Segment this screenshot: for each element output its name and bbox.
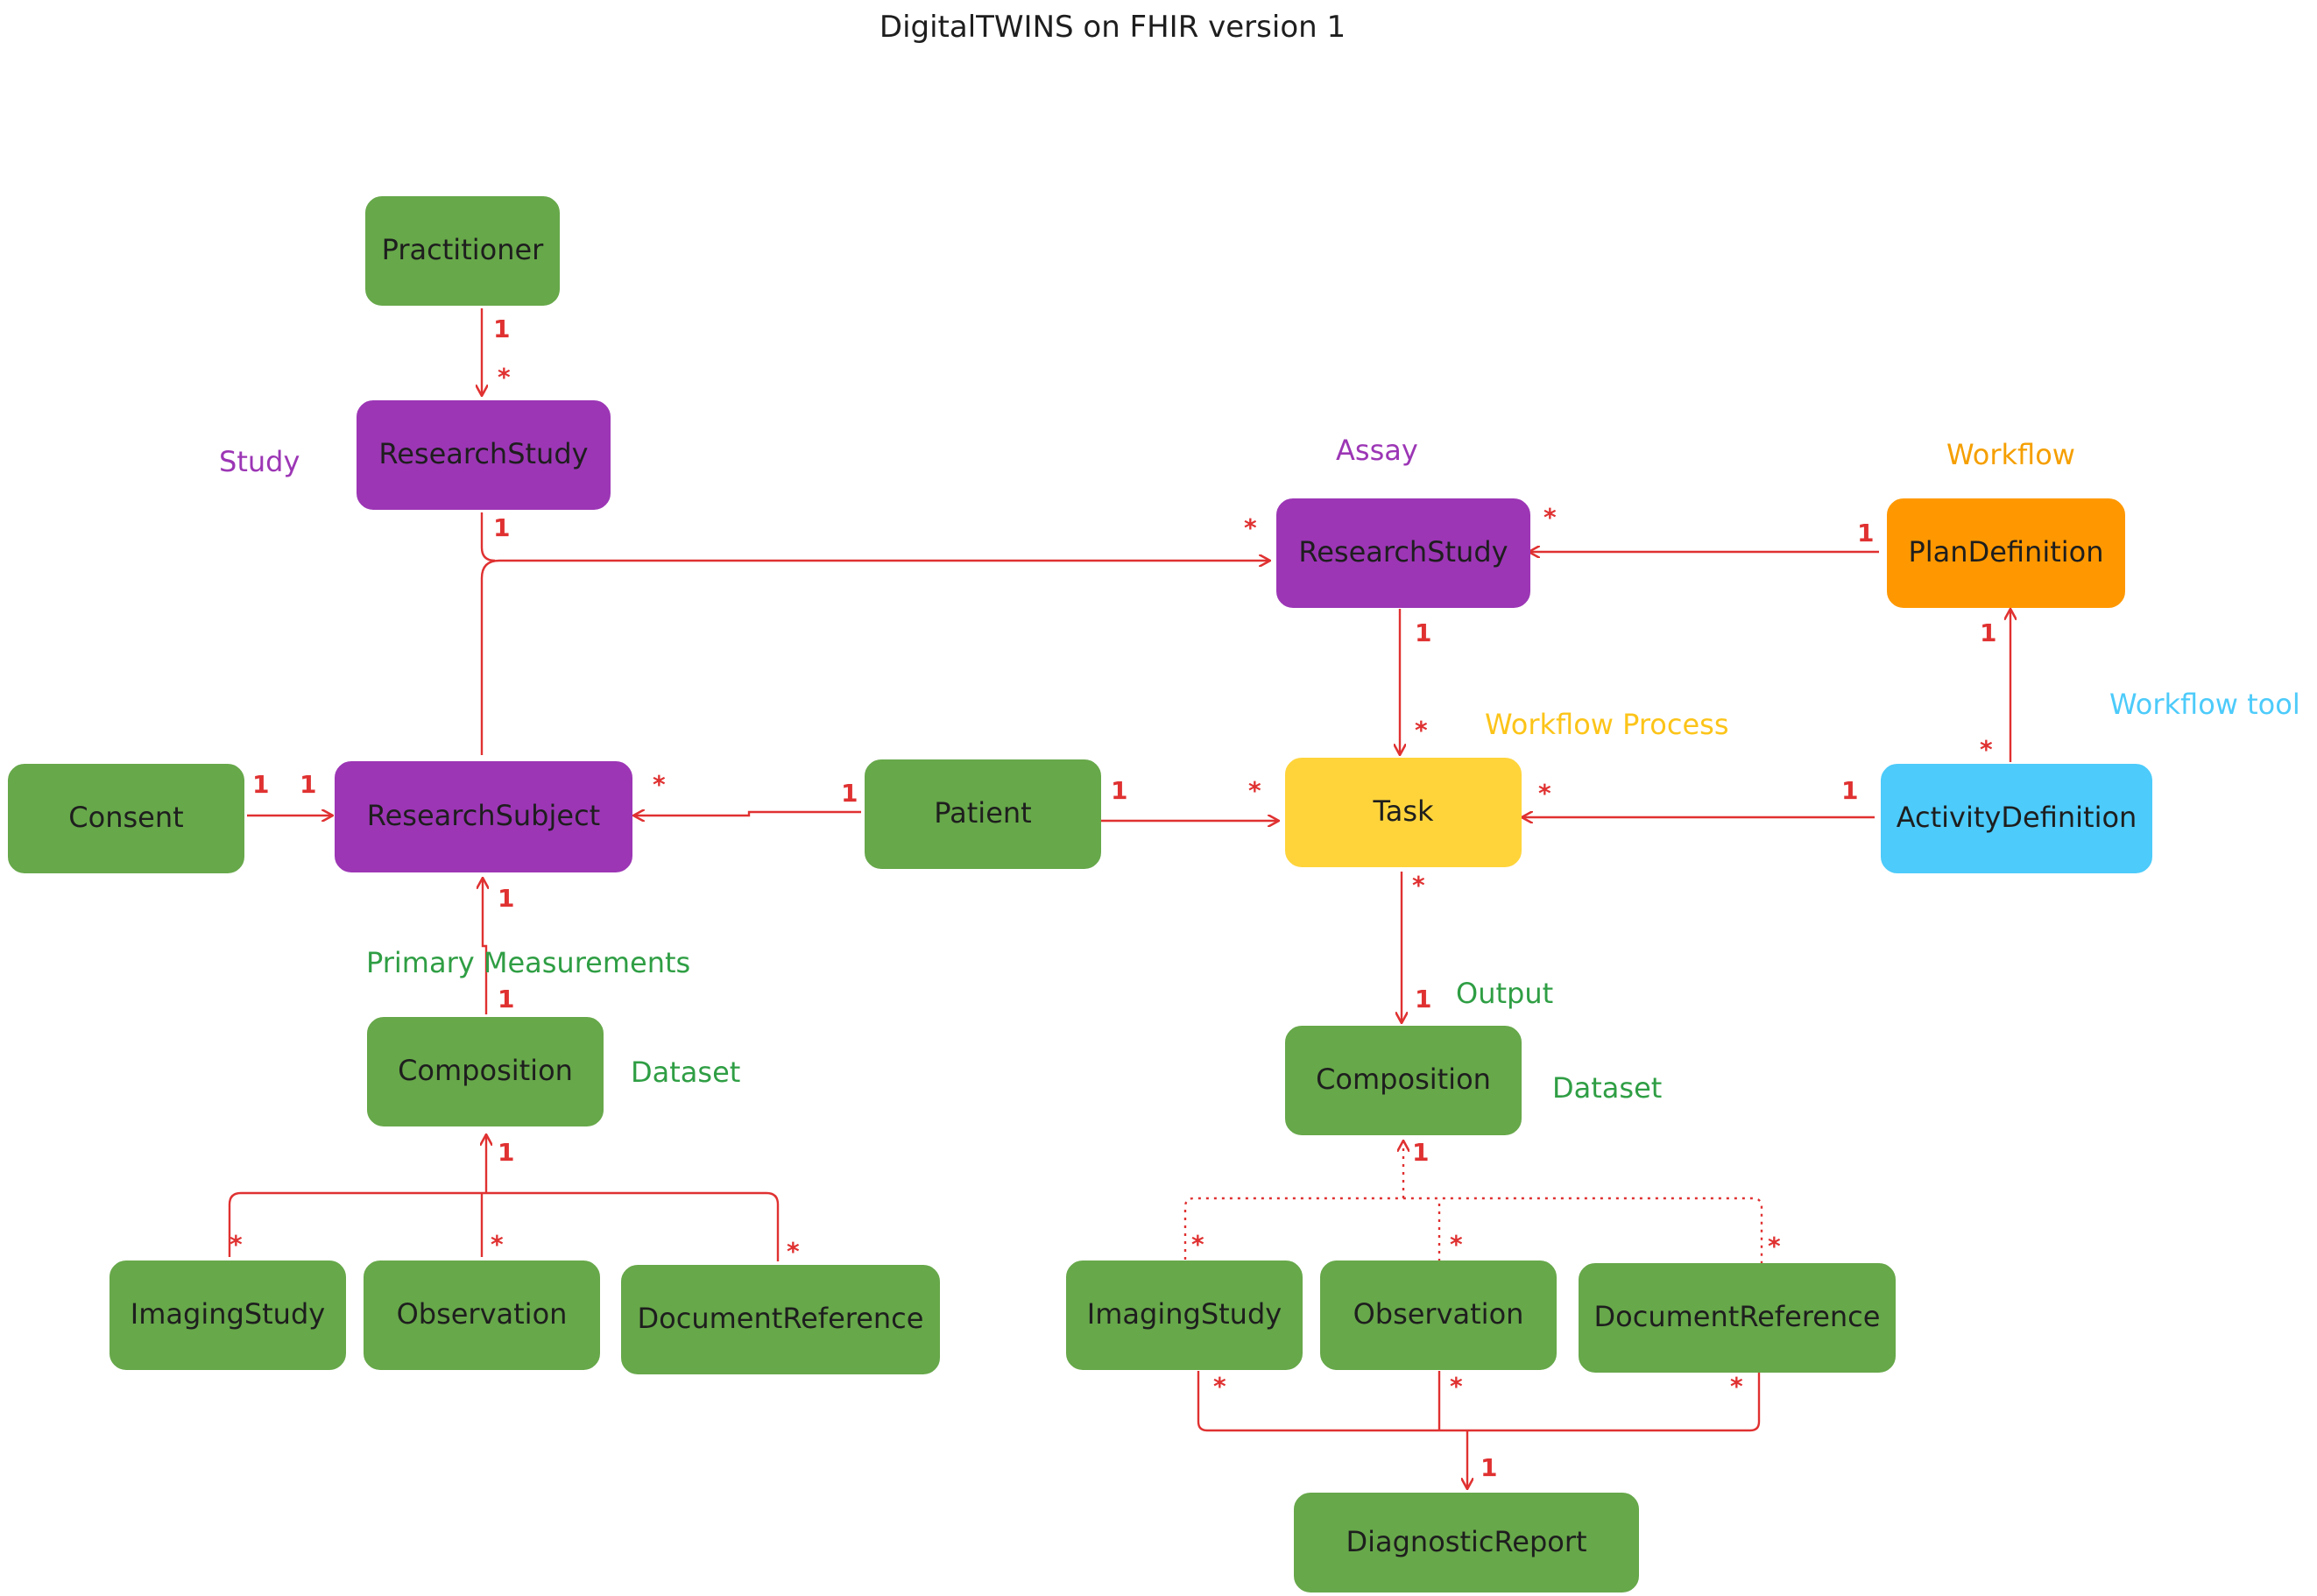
mult-one: 1: [841, 779, 858, 808]
node-output-document-reference[interactable]: DocumentReference: [1579, 1263, 1896, 1373]
node-primary-document-reference[interactable]: DocumentReference: [621, 1265, 940, 1374]
mult-many: *: [491, 1230, 504, 1259]
node-practitioner[interactable]: Practitioner: [365, 196, 560, 306]
label-workflow: Workflow: [1946, 438, 2075, 471]
node-assay-research-study[interactable]: ResearchStudy: [1276, 498, 1530, 608]
mult-many: *: [1450, 1230, 1463, 1259]
mult-many: *: [787, 1237, 800, 1266]
label-output: Output: [1456, 977, 1553, 1010]
edge-study-junction: [480, 512, 496, 562]
node-activity-definition-label: ActivityDefinition: [1897, 801, 2137, 834]
mult-many: *: [1450, 1372, 1463, 1401]
mult-one: 1: [498, 985, 514, 1013]
section-labels: Study Assay Workflow Workflow Process Wo…: [219, 434, 2300, 1105]
node-primary-composition[interactable]: Composition: [367, 1017, 604, 1126]
node-output-imaging-study-label: ImagingStudy: [1087, 1297, 1282, 1331]
label-workflow-process: Workflow Process: [1485, 708, 1729, 741]
diagram-title: DigitalTWINS on FHIR version 1: [879, 10, 1346, 45]
edge-patient-researchsubject: [633, 812, 861, 816]
mult-one: 1: [493, 513, 510, 542]
mult-many: *: [1543, 503, 1557, 532]
node-plan-definition-label: PlanDefinition: [1908, 535, 2103, 568]
node-consent-label: Consent: [68, 801, 183, 834]
node-output-composition-label: Composition: [1316, 1063, 1491, 1096]
node-task[interactable]: Task: [1285, 758, 1522, 867]
mult-many: *: [1213, 1372, 1226, 1401]
label-assay: Assay: [1336, 434, 1418, 467]
node-activity-definition[interactable]: ActivityDefinition: [1881, 764, 2152, 873]
node-practitioner-label: Practitioner: [382, 233, 545, 266]
edge-output-items-composition: [1183, 1141, 1763, 1263]
node-primary-imaging-study-label: ImagingStudy: [131, 1297, 325, 1331]
edge-composition-researchsubject: [483, 878, 486, 1014]
label-dataset-right: Dataset: [1552, 1071, 1662, 1105]
mult-one: 1: [1111, 776, 1127, 805]
node-consent[interactable]: Consent: [8, 764, 244, 873]
mult-one: 1: [1841, 776, 1858, 805]
mult-many: *: [1412, 871, 1425, 900]
mult-many: *: [1248, 776, 1261, 805]
node-primary-imaging-study[interactable]: ImagingStudy: [109, 1261, 346, 1370]
node-primary-observation-label: Observation: [397, 1297, 568, 1331]
node-plan-definition[interactable]: PlanDefinition: [1887, 498, 2125, 608]
node-assay-research-study-label: ResearchStudy: [1298, 535, 1508, 568]
label-study: Study: [219, 445, 300, 478]
mult-one: 1: [498, 1138, 514, 1167]
mult-many: *: [653, 770, 666, 799]
node-research-subject-label: ResearchSubject: [367, 799, 600, 832]
mult-many: *: [1768, 1232, 1781, 1261]
edge-primary-items-composition: [228, 1134, 780, 1261]
edge-researchsubject-researchstudy: [480, 561, 1270, 755]
node-task-label: Task: [1372, 794, 1434, 828]
mult-one: 1: [1480, 1453, 1497, 1482]
node-patient[interactable]: Patient: [865, 759, 1101, 869]
node-output-document-reference-label: DocumentReference: [1594, 1300, 1881, 1333]
node-output-composition[interactable]: Composition: [1285, 1026, 1522, 1135]
mult-many: *: [1191, 1230, 1204, 1259]
mult-many: *: [1244, 513, 1257, 542]
node-patient-label: Patient: [934, 796, 1031, 830]
mult-one: 1: [1857, 519, 1874, 547]
node-study-research-study[interactable]: ResearchStudy: [357, 400, 611, 510]
node-diagnostic-report-label: DiagnosticReport: [1346, 1525, 1586, 1558]
mult-one: 1: [1980, 618, 1996, 647]
mult-many: *: [1730, 1372, 1743, 1401]
mult-many: *: [1538, 779, 1551, 808]
node-output-imaging-study[interactable]: ImagingStudy: [1066, 1261, 1303, 1370]
mult-one: 1: [493, 314, 510, 343]
node-diagnostic-report[interactable]: DiagnosticReport: [1294, 1493, 1639, 1592]
node-primary-document-reference-label: DocumentReference: [638, 1302, 924, 1335]
mult-many: *: [1415, 716, 1428, 745]
edges: [228, 308, 2010, 1489]
label-workflow-tool: Workflow tool: [2109, 688, 2300, 721]
mult-one: 1: [1412, 1138, 1429, 1167]
mult-one: 1: [252, 770, 269, 799]
multiplicity-markers: 1 * 1 * * 1 1 * 1 * * 1 1 * 1 * 1 1 1 1 …: [230, 314, 1996, 1482]
mult-one: 1: [300, 770, 316, 799]
mult-one: 1: [1415, 985, 1431, 1013]
node-output-observation-label: Observation: [1353, 1297, 1524, 1331]
mult-one: 1: [1415, 618, 1431, 647]
mult-one: 1: [498, 884, 514, 913]
node-primary-composition-label: Composition: [398, 1054, 573, 1087]
label-primary-measurements: Primary Measurements: [366, 946, 690, 979]
label-dataset-left: Dataset: [631, 1056, 740, 1089]
node-output-observation[interactable]: Observation: [1320, 1261, 1557, 1370]
node-primary-observation[interactable]: Observation: [364, 1261, 600, 1370]
nodes: Practitioner ResearchStudy ResearchStudy…: [8, 196, 2152, 1592]
mult-many: *: [230, 1230, 243, 1259]
node-study-research-study-label: ResearchStudy: [378, 437, 588, 470]
node-research-subject[interactable]: ResearchSubject: [335, 761, 632, 872]
mult-many: *: [498, 363, 511, 392]
edge-output-items-diagnosticreport: [1197, 1371, 1761, 1489]
mult-many: *: [1980, 735, 1993, 764]
